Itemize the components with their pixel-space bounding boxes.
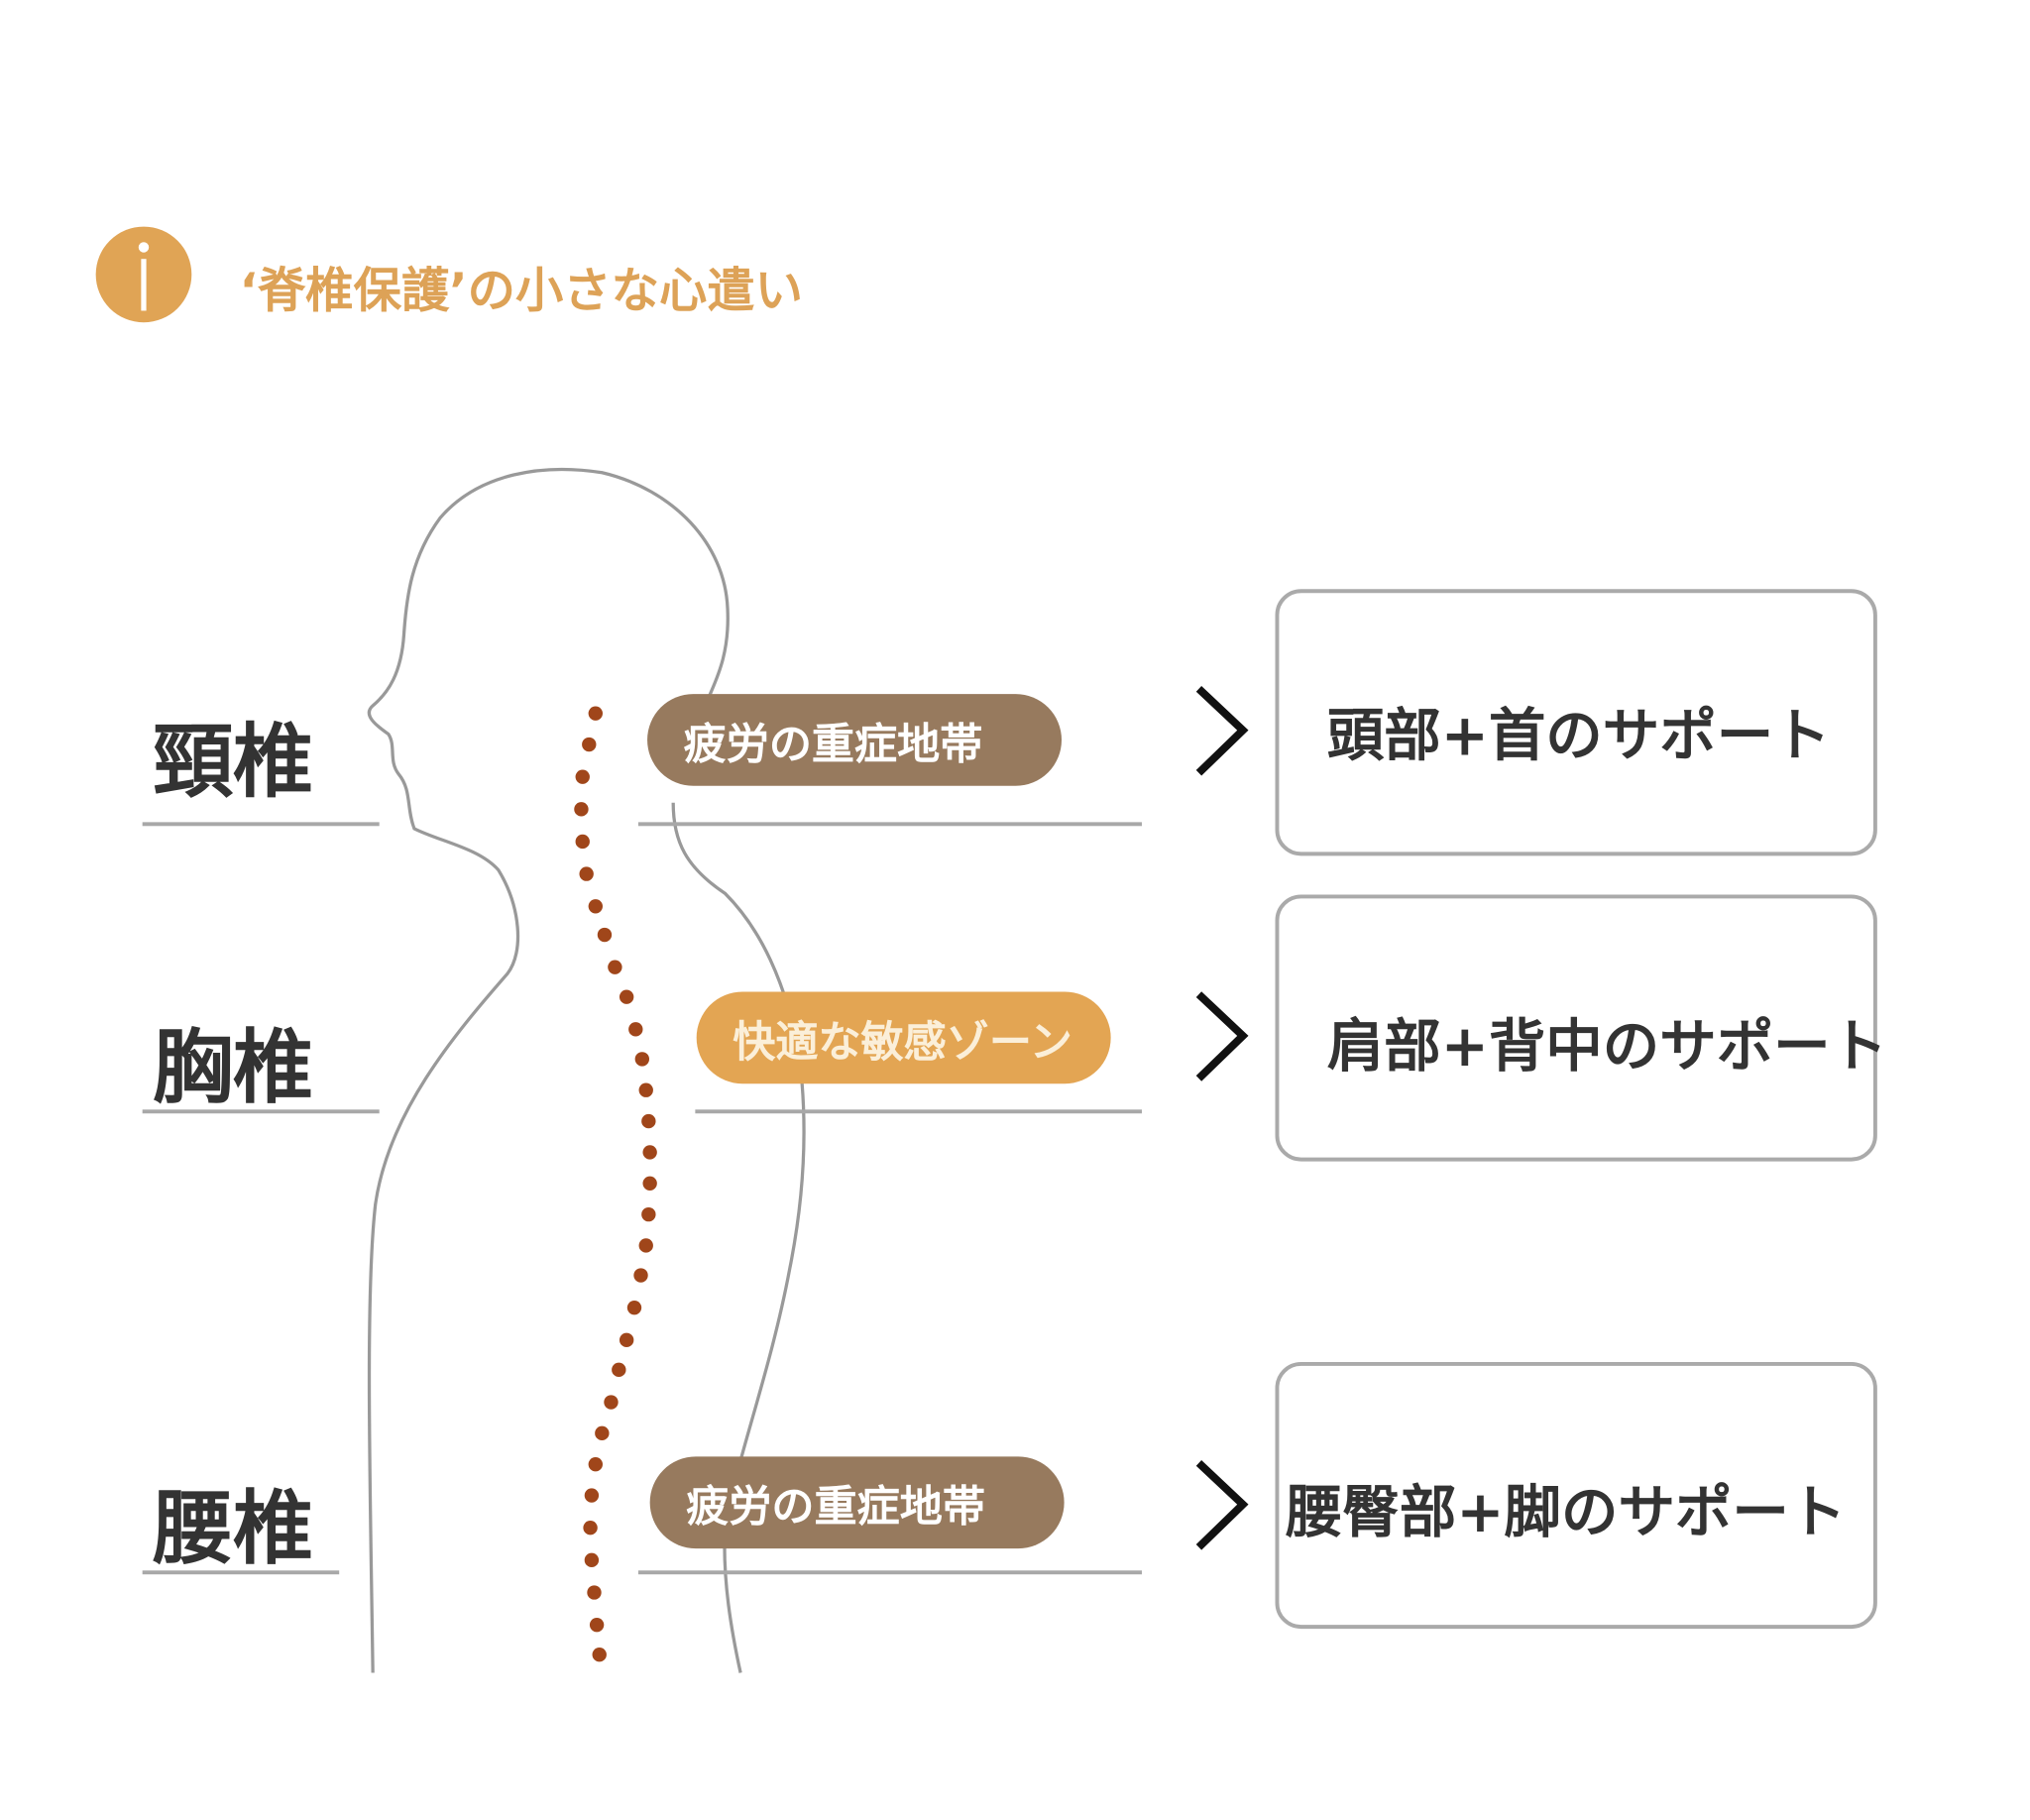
divider	[637, 1570, 1142, 1575]
spine-dot	[619, 989, 634, 1004]
support-text: 肩部+背中のサポート	[1326, 1013, 1888, 1081]
chevron-right-icon	[1195, 991, 1249, 1081]
spine-dot	[628, 1022, 643, 1037]
zone-badge-cervical: 疲労の重症地帯	[647, 694, 1063, 786]
divider	[142, 1109, 380, 1114]
zone-badge-thoracic: 快適な敏感ゾーン	[696, 991, 1111, 1084]
spine-dot	[588, 1457, 603, 1472]
spine-dot	[641, 1206, 656, 1222]
spine-dot	[574, 802, 589, 817]
spine-dot	[589, 1617, 605, 1633]
spine-dot	[626, 1300, 642, 1315]
page-title: ‘脊椎保護’の小さな心遣い	[239, 263, 803, 319]
divider	[695, 1109, 1142, 1114]
chevron-right-icon	[1195, 1460, 1249, 1550]
spine-dots	[574, 706, 657, 1662]
spine-dot	[641, 1113, 656, 1129]
spine-dot	[638, 1082, 653, 1097]
chevron-right-icon	[1195, 685, 1249, 776]
spine-dot	[604, 1395, 619, 1410]
spine-dot	[582, 737, 597, 752]
spine-dot	[584, 1488, 600, 1503]
spine-dot	[583, 1521, 598, 1536]
spine-dot	[608, 960, 622, 974]
divider	[142, 1570, 340, 1575]
divider	[637, 822, 1142, 827]
spine-dot	[642, 1145, 657, 1160]
spine-dot	[575, 834, 590, 850]
spine-dot	[588, 706, 603, 721]
zone-badge-lumbar: 疲労の重症地帯	[649, 1456, 1065, 1549]
info-icon	[95, 226, 192, 323]
spine-dot	[642, 1176, 657, 1191]
spine-dot	[584, 1552, 600, 1568]
spine-dot	[587, 1585, 602, 1600]
support-box-waist-legs	[1275, 1362, 1877, 1630]
label-lumbar: 腰椎	[153, 1481, 314, 1576]
label-cervical: 頸椎	[153, 714, 314, 810]
spine-dot	[597, 927, 613, 943]
spine-dot	[612, 1362, 626, 1378]
spine-dot	[588, 899, 603, 914]
label-thoracic: 胸椎	[153, 1020, 314, 1115]
spine-dot	[634, 1052, 650, 1067]
spine-dot	[595, 1425, 610, 1441]
spine-dot	[633, 1268, 648, 1283]
support-box-head-neck	[1275, 589, 1877, 856]
divider	[142, 822, 380, 827]
support-box-shoulder-back	[1275, 894, 1877, 1162]
spine-dot	[579, 866, 594, 881]
support-text: 腰臀部+脚のサポート	[1285, 1479, 1847, 1546]
support-text: 頭部+首のサポート	[1326, 703, 1831, 769]
spine-dot	[619, 1332, 634, 1347]
spine-dot	[575, 769, 590, 784]
spine-dot	[592, 1648, 607, 1662]
spine-dot	[638, 1238, 653, 1253]
